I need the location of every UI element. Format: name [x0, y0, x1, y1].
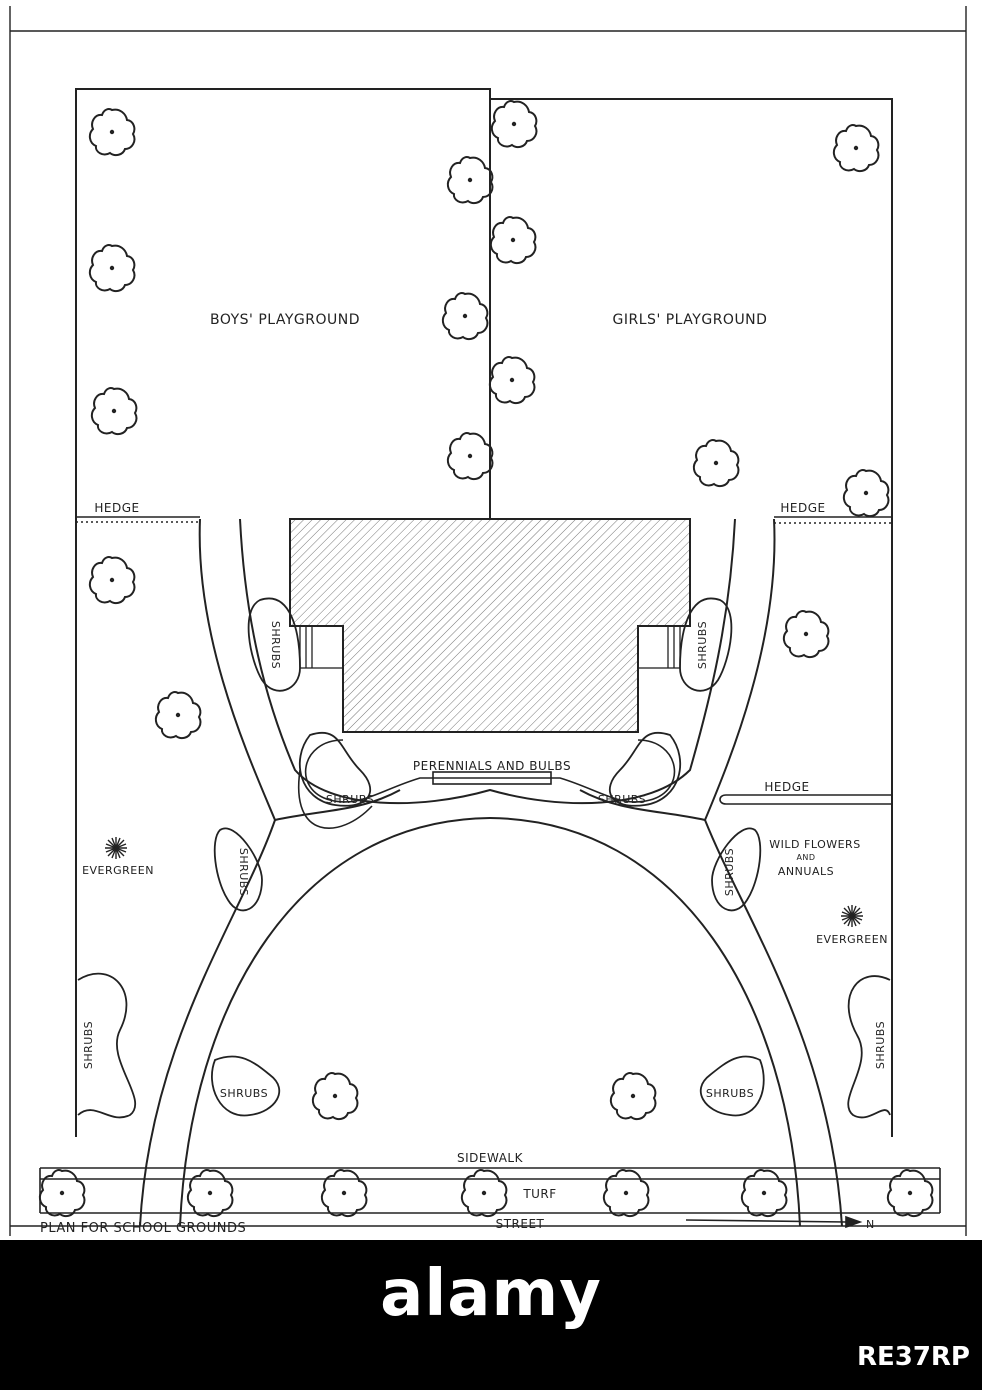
girls-playground-label: GIRLS' PLAYGROUND	[613, 312, 768, 328]
wild-flowers-and-label: AND	[796, 853, 815, 862]
tree	[842, 469, 890, 518]
tree	[490, 100, 538, 149]
school-building	[289, 518, 691, 733]
watermark-brand: alamy	[380, 1257, 602, 1331]
shrubs-label: SHRUBS	[696, 621, 709, 669]
plan-drawing: BOYS' PLAYGROUND GIRLS' PLAYGROUND HEDGE…	[9, 6, 967, 1236]
tree	[88, 108, 136, 157]
plan-title: PLAN FOR SCHOOL GROUNDS	[40, 1221, 246, 1236]
street-tree	[602, 1169, 650, 1218]
street-tree	[320, 1169, 368, 1218]
shrub-bed-5	[213, 827, 263, 912]
tree	[88, 556, 136, 605]
drive-paths	[139, 518, 843, 1227]
perennials-label: PERENNIALS AND BULBS	[413, 759, 571, 773]
entrance-steps	[299, 625, 681, 669]
shrub-bed-1	[247, 597, 301, 692]
shrub-bed-10	[699, 1055, 765, 1117]
tree	[441, 292, 489, 341]
street-tree	[38, 1169, 86, 1218]
shrub-bed-7	[77, 972, 137, 1119]
shrubs-label: SHRUBS	[326, 793, 374, 806]
shrubs-label: SHRUBS	[723, 848, 736, 896]
shrub-bed-9	[211, 1055, 281, 1117]
shrubs-label: SHRUBS	[269, 621, 282, 669]
hedge-label-lower: HEDGE	[764, 780, 809, 794]
tree	[832, 124, 880, 173]
shrubs-label: SHRUBS	[220, 1087, 268, 1100]
perennials-bed	[297, 739, 676, 829]
plan-labels: BOYS' PLAYGROUND GIRLS' PLAYGROUND HEDGE…	[40, 312, 888, 1236]
tree	[692, 439, 740, 488]
shrubs-label: SHRUBS	[706, 1087, 754, 1100]
shrubs-label: SHRUBS	[874, 1021, 887, 1069]
tree	[782, 610, 830, 659]
evergreen-label: EVERGREEN	[816, 933, 888, 946]
shrubs-label: SHRUBS	[237, 848, 250, 896]
wild-flowers-label: WILD FLOWERS	[769, 838, 860, 851]
turf-label: TURF	[522, 1187, 556, 1201]
shrub-bed-4	[609, 731, 682, 807]
wild-flowers-annuals-label: ANNUALS	[778, 865, 834, 878]
watermark-band	[0, 1240, 982, 1390]
tree	[446, 156, 494, 205]
school-grounds-plan: BOYS' PLAYGROUND GIRLS' PLAYGROUND HEDGE…	[9, 6, 967, 1236]
north-label: N	[866, 1218, 875, 1231]
shrubs-label: SHRUBS	[598, 793, 646, 806]
shrub-bed-2	[679, 597, 733, 692]
street-label: STREET	[496, 1217, 545, 1231]
north-arrow-icon	[685, 1215, 863, 1229]
shrub-beds	[77, 597, 891, 1119]
street-frontage	[39, 1167, 941, 1214]
shrub-bed-8	[847, 975, 891, 1119]
street-tree	[186, 1169, 234, 1218]
tree	[489, 216, 537, 265]
watermark-image-id: RE37RP	[856, 1342, 970, 1372]
evergreen-symbol	[840, 904, 864, 928]
tree	[446, 432, 494, 481]
tree	[311, 1072, 359, 1121]
evergreen-symbol	[104, 836, 128, 860]
street-tree	[740, 1169, 788, 1218]
shrubs-label: SHRUBS	[82, 1021, 95, 1069]
tree	[488, 356, 536, 405]
evergreen-label: EVERGREEN	[82, 864, 154, 877]
tree	[609, 1072, 657, 1121]
hedge-label-left: HEDGE	[94, 501, 139, 515]
tree	[88, 244, 136, 293]
hedge-label-right: HEDGE	[780, 501, 825, 515]
boys-playground-label: BOYS' PLAYGROUND	[210, 312, 360, 328]
sheet-frame	[9, 6, 967, 1236]
street-tree	[460, 1169, 508, 1218]
street-tree	[886, 1169, 934, 1218]
tree	[90, 387, 138, 436]
sidewalk-label: SIDEWALK	[457, 1151, 524, 1165]
shrub-bed-6	[711, 827, 762, 912]
tree	[154, 691, 202, 740]
lot-boundary	[75, 88, 893, 1137]
shrub-bed-3	[298, 731, 371, 807]
